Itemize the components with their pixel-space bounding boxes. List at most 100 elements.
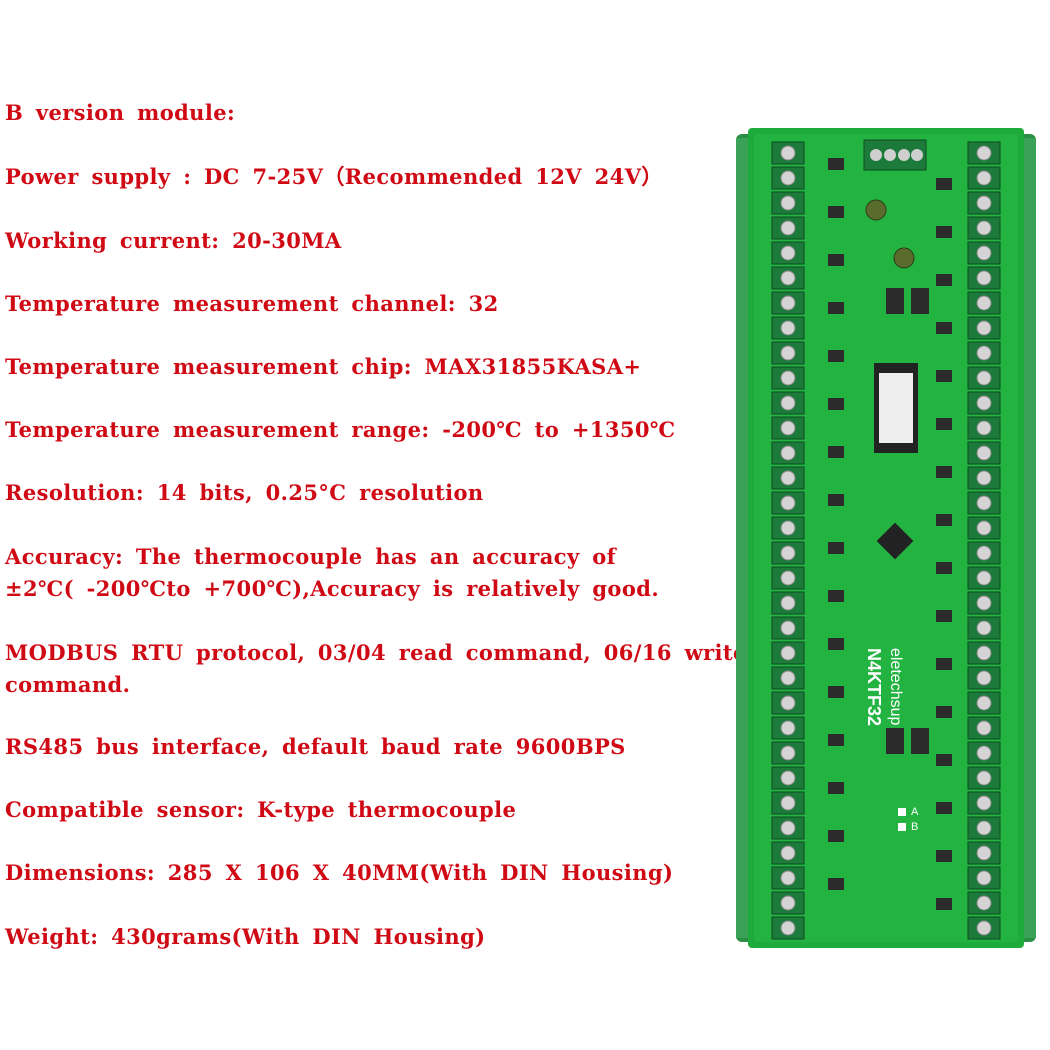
- sensor-chip-right: [936, 418, 952, 430]
- terminal-screw-right: [976, 370, 992, 386]
- logic-chip: [886, 728, 904, 754]
- terminal-screw-left: [780, 545, 796, 561]
- sensor-chip-left: [828, 494, 844, 506]
- chip-array: [828, 158, 952, 910]
- terminal-screw-left: [780, 145, 796, 161]
- terminal-screw-right: [976, 795, 992, 811]
- terminal-screw-left: [780, 595, 796, 611]
- bus-b-label: B: [911, 821, 918, 833]
- terminal-screw-right: [976, 595, 992, 611]
- terminal-screw-left: [780, 520, 796, 536]
- power-screw-4: [911, 149, 923, 161]
- terminal-screw-left: [780, 795, 796, 811]
- spec-resolution: Resolution: 14 bits, 0.25°C resolution: [5, 480, 484, 505]
- terminal-screw-right: [976, 645, 992, 661]
- terminal-screw-right: [976, 720, 992, 736]
- sensor-chip-left: [828, 350, 844, 362]
- capacitor-1: [865, 199, 887, 221]
- power-screw-1: [870, 149, 882, 161]
- sensor-chip-left: [828, 206, 844, 218]
- sensor-chip-left: [828, 398, 844, 410]
- bus-a-marker: [898, 808, 906, 816]
- sensor-chip-left: [828, 782, 844, 794]
- model-label: N4KTF32: [864, 648, 884, 726]
- spec-range: Temperature measurement range: -200℃ to …: [5, 417, 676, 442]
- spec-heading: B version module:: [5, 100, 236, 125]
- terminal-screw-right: [976, 895, 992, 911]
- sensor-chip-right: [936, 466, 952, 478]
- terminal-screw-right: [976, 620, 992, 636]
- terminal-screw-left: [780, 870, 796, 886]
- sensor-chip-right: [936, 754, 952, 766]
- brand-label: eletechsup: [887, 648, 904, 725]
- spec-accuracy-line2: ±2℃( -200℃to +700℃),Accuracy is relative…: [5, 576, 660, 601]
- bus-b-marker: [898, 823, 906, 831]
- sensor-chip-left: [828, 878, 844, 890]
- terminal-screw-left: [780, 770, 796, 786]
- terminal-screw-right: [976, 395, 992, 411]
- sensor-chip-right: [936, 658, 952, 670]
- terminal-screw-right: [976, 345, 992, 361]
- terminal-screw-left: [780, 395, 796, 411]
- terminal-screw-left: [780, 195, 796, 211]
- terminal-screw-left: [780, 270, 796, 286]
- terminal-screw-right: [976, 320, 992, 336]
- capacitor-2: [893, 247, 915, 269]
- bus-a-label: A: [911, 806, 919, 818]
- terminal-screw-right: [976, 520, 992, 536]
- spec-sensor: Compatible sensor: K-type thermocouple: [5, 797, 517, 822]
- terminal-screw-right: [976, 545, 992, 561]
- terminal-screw-right: [976, 845, 992, 861]
- power-screw-2: [884, 149, 896, 161]
- thermocouple-module-board: eletechsup N4KTF32 A B: [736, 128, 1036, 948]
- spec-working-current: Working current: 20-30MA: [5, 228, 342, 253]
- terminal-screw-right: [976, 145, 992, 161]
- terminal-screw-left: [780, 845, 796, 861]
- terminal-screw-right: [976, 195, 992, 211]
- spec-dimensions: Dimensions: 285 X 106 X 40MM(With DIN Ho…: [5, 860, 674, 885]
- terminal-screw-right: [976, 445, 992, 461]
- sensor-chip-right: [936, 178, 952, 190]
- mcu-chip: [876, 522, 914, 560]
- spec-modbus-line2: command.: [5, 672, 131, 697]
- sensor-chip-right: [936, 850, 952, 862]
- terminal-screw-right: [976, 695, 992, 711]
- terminal-screw-left: [780, 495, 796, 511]
- spec-weight: Weight: 430grams(With DIN Housing): [5, 924, 486, 949]
- terminal-screw-left: [780, 645, 796, 661]
- terminal-screw-right: [976, 470, 992, 486]
- sensor-chip-left: [828, 254, 844, 266]
- terminal-screw-right: [976, 495, 992, 511]
- sensor-chip-right: [936, 322, 952, 334]
- logic-chip: [911, 288, 929, 314]
- sensor-chip-right: [936, 610, 952, 622]
- spec-accuracy-line1: Accuracy: The thermocouple has an accura…: [5, 544, 617, 569]
- logic-chip: [886, 288, 904, 314]
- terminal-screw-left: [780, 820, 796, 836]
- terminal-screw-right: [976, 820, 992, 836]
- terminal-screw-right: [976, 245, 992, 261]
- terminal-screw-right: [976, 745, 992, 761]
- terminal-screw-left: [780, 370, 796, 386]
- sensor-chip-left: [828, 638, 844, 650]
- terminal-screw-right: [976, 770, 992, 786]
- terminal-screw-left: [780, 345, 796, 361]
- sensor-chip-left: [828, 686, 844, 698]
- sensor-chip-left: [828, 446, 844, 458]
- terminal-screw-left: [780, 745, 796, 761]
- terminal-screw-right: [976, 170, 992, 186]
- terminal-screw-left: [780, 895, 796, 911]
- sensor-chip-right: [936, 562, 952, 574]
- sensor-chip-left: [828, 542, 844, 554]
- terminal-screw-left: [780, 920, 796, 936]
- terminal-screw-right: [976, 295, 992, 311]
- terminal-screw-right: [976, 670, 992, 686]
- sensor-chip-right: [936, 706, 952, 718]
- power-screw-3: [898, 149, 910, 161]
- terminal-screw-left: [780, 170, 796, 186]
- sensor-chip-right: [936, 370, 952, 382]
- rs485-module-label: [879, 373, 913, 443]
- terminal-screw-left: [780, 570, 796, 586]
- din-rail-right: [1022, 138, 1036, 938]
- terminal-screw-left: [780, 620, 796, 636]
